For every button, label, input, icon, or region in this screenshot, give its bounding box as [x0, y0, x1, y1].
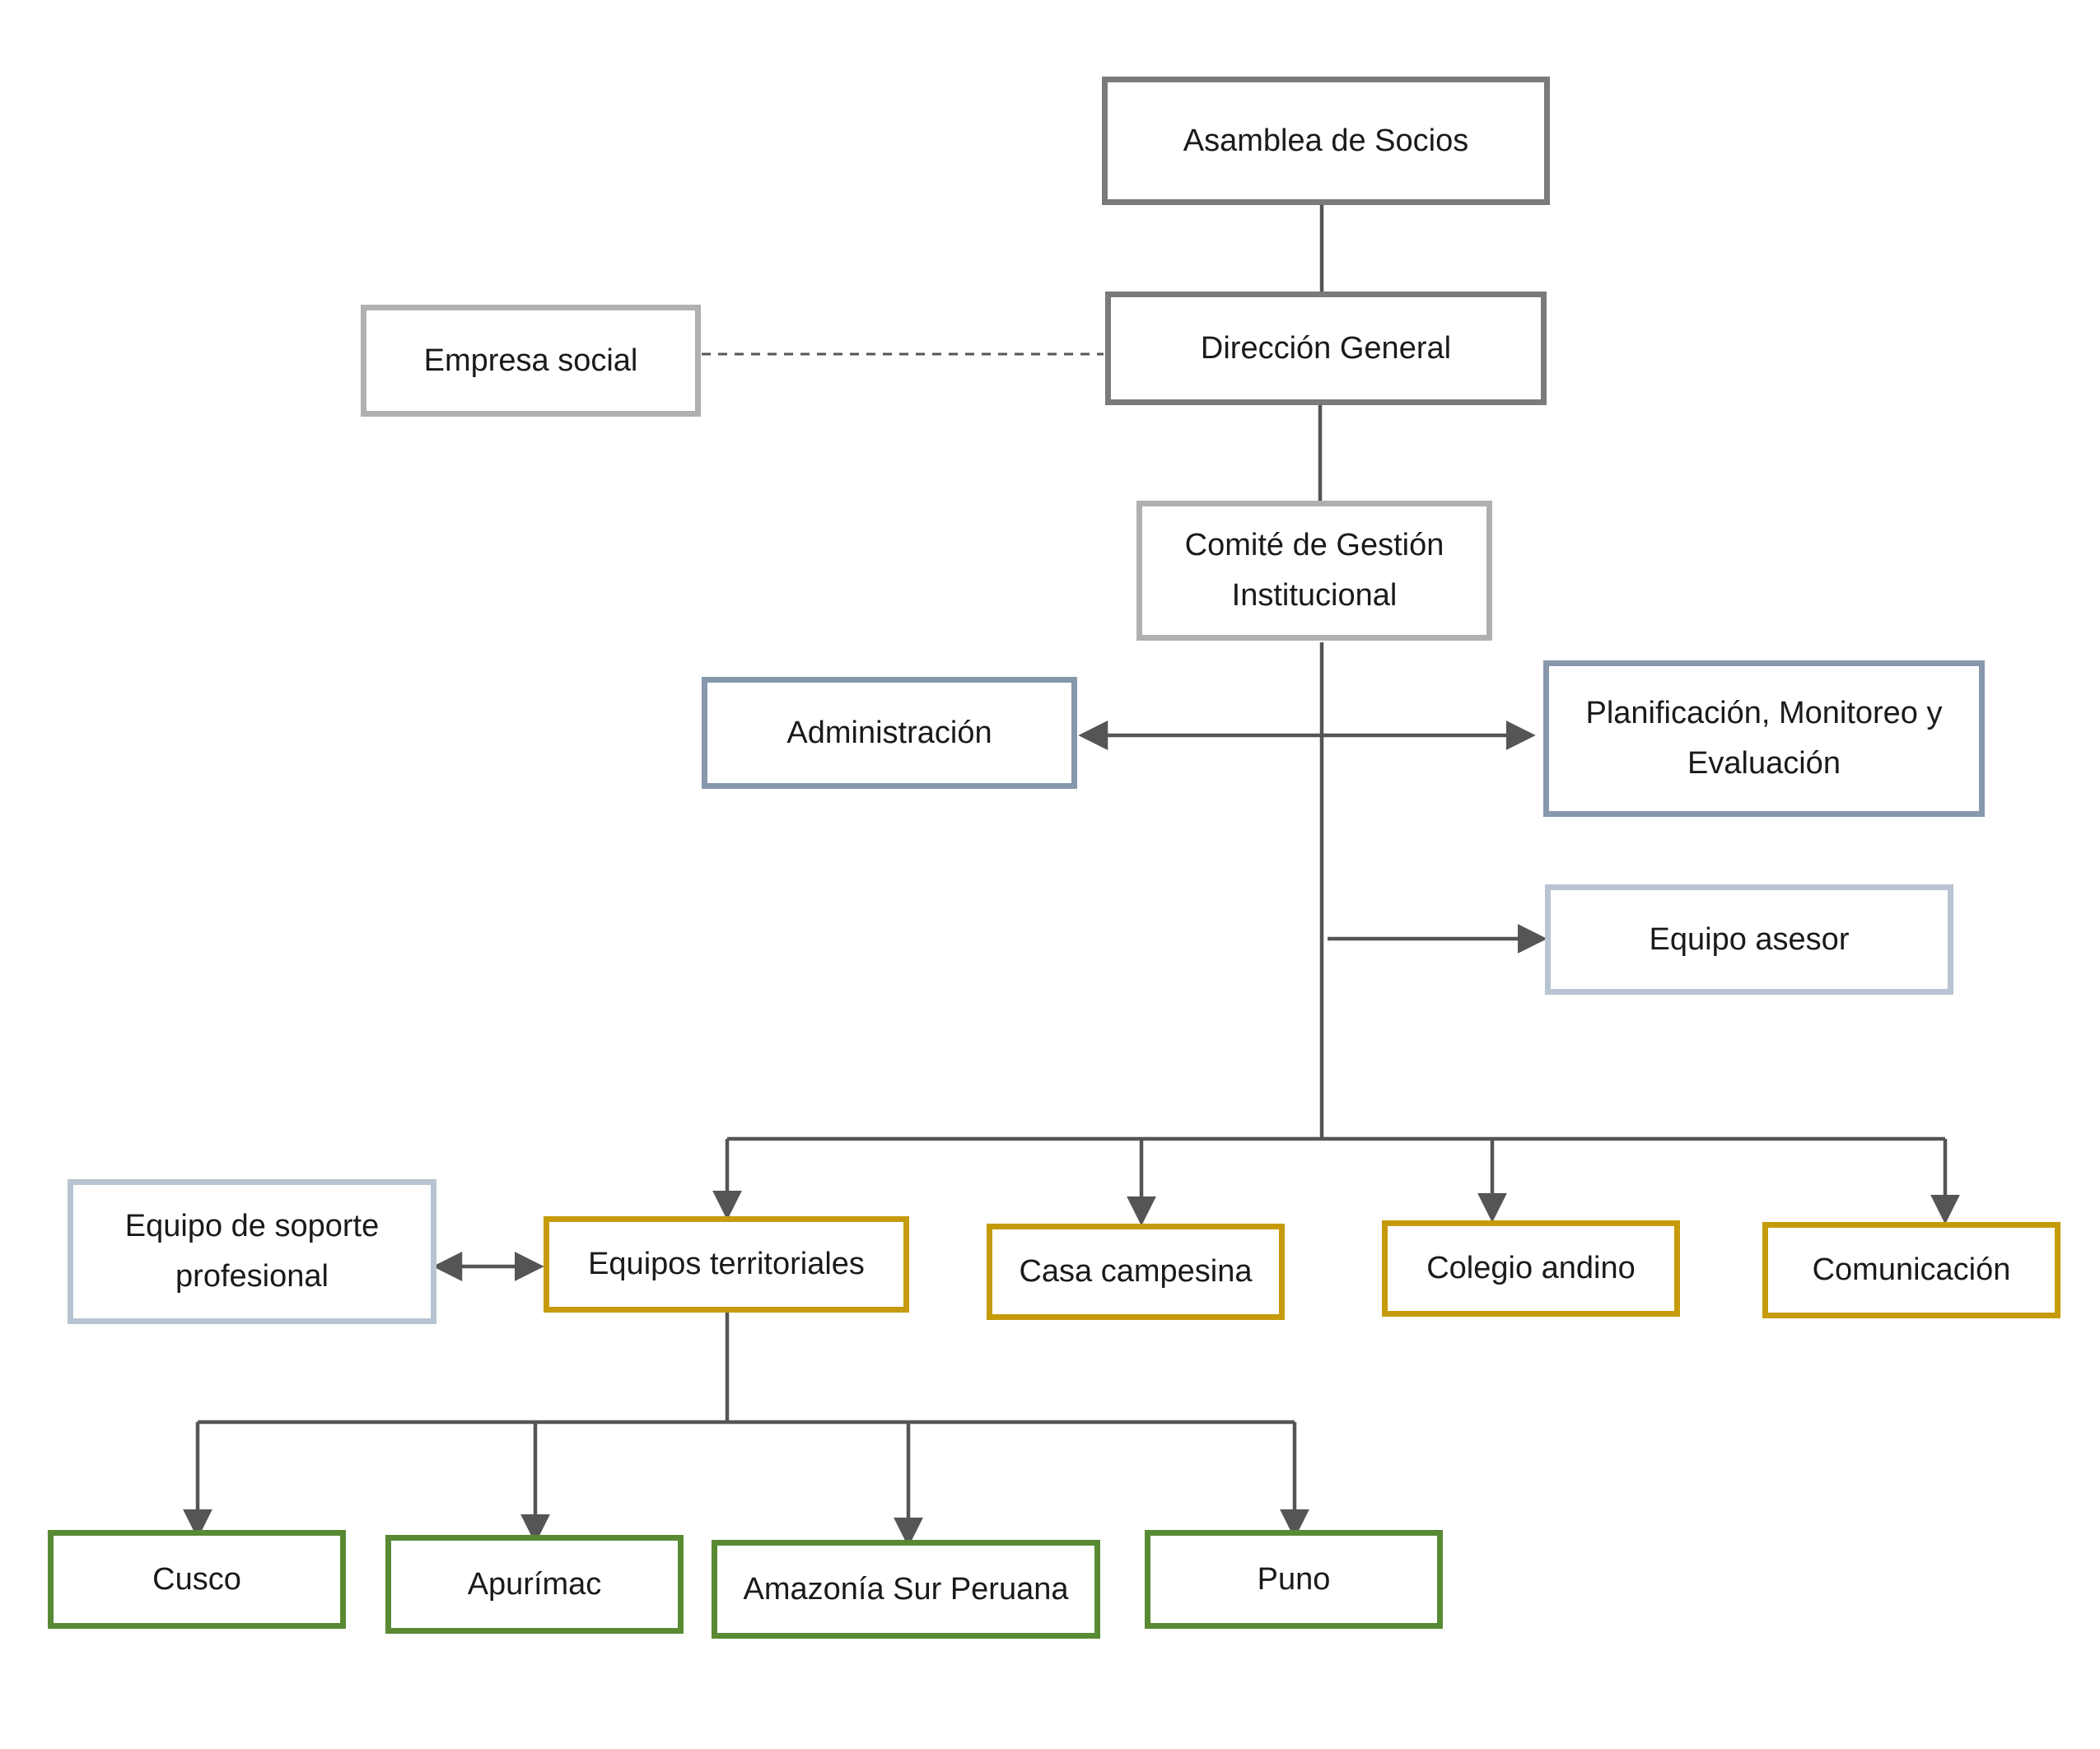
node-label: Equipos territoriales — [588, 1247, 865, 1282]
node-amazonia-sur-peruana: Amazonía Sur Peruana — [712, 1540, 1100, 1639]
node-planificacion: Planificación, Monitoreo y Evaluación — [1543, 660, 1985, 817]
node-label: Casa campesina — [1019, 1254, 1253, 1290]
node-empresa-social: Empresa social — [361, 305, 701, 417]
node-label: Equipo de soporte profesional — [124, 1209, 380, 1294]
node-label: Comunicación — [1812, 1252, 2011, 1288]
node-equipos-territoriales: Equipos territoriales — [544, 1216, 909, 1313]
node-casa-campesina: Casa campesina — [987, 1224, 1285, 1320]
node-cusco: Cusco — [48, 1530, 346, 1629]
node-label: Asamblea de Socios — [1183, 123, 1469, 158]
node-label: Puno — [1257, 1561, 1331, 1597]
node-puno: Puno — [1145, 1530, 1443, 1629]
node-administracion: Administración — [702, 677, 1077, 789]
node-label: Administración — [786, 715, 992, 750]
node-asamblea-de-socios: Asamblea de Socios — [1102, 77, 1550, 205]
node-label: Empresa social — [423, 343, 638, 378]
node-label: Colegio andino — [1426, 1251, 1636, 1286]
node-colegio-andino: Colegio andino — [1382, 1220, 1680, 1317]
node-apurimac: Apurímac — [385, 1535, 684, 1634]
node-label: Dirección General — [1200, 330, 1452, 366]
node-comunicacion: Comunicación — [1762, 1222, 2060, 1318]
node-equipo-soporte: Equipo de soporte profesional — [68, 1179, 436, 1324]
node-label: Apurímac — [467, 1566, 602, 1602]
node-comite-gestion: Comité de Gestión Institucional — [1136, 501, 1492, 641]
node-label: Cusco — [152, 1561, 241, 1597]
node-label: Comité de Gestión Institucional — [1184, 528, 1444, 613]
node-label: Equipo asesor — [1649, 921, 1850, 957]
node-label: Amazonía Sur Peruana — [743, 1571, 1069, 1607]
node-label: Planificación, Monitoreo y Evaluación — [1585, 696, 1943, 781]
node-equipo-asesor: Equipo asesor — [1545, 884, 1953, 995]
node-direccion-general: Dirección General — [1105, 292, 1547, 405]
